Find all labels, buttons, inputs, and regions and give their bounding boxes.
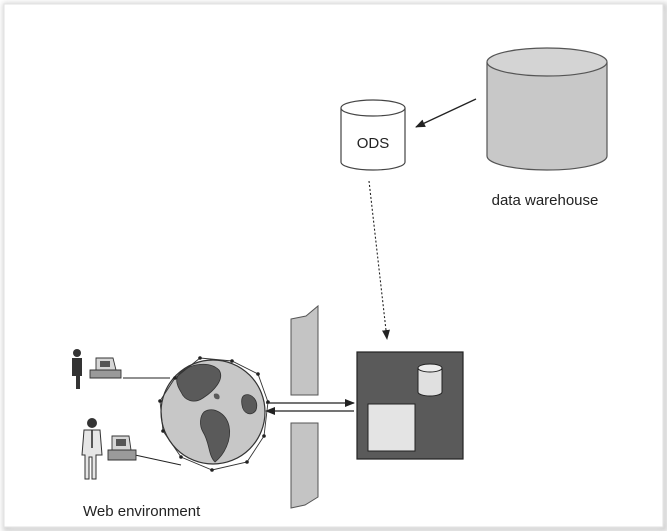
server-database-icon [417, 363, 443, 397]
firewall-lower-panel [290, 422, 319, 509]
data-warehouse-cylinder [486, 47, 608, 171]
web-environment-label: Web environment [83, 503, 201, 520]
user-2-person-icon [81, 418, 103, 480]
ods-cylinder [340, 99, 406, 171]
user-1-person-icon [72, 349, 82, 389]
data-warehouse-label: data warehouse [492, 192, 599, 209]
network-nodes [158, 356, 270, 472]
server-screen [367, 403, 416, 452]
server-box [356, 351, 464, 460]
network-ring [159, 357, 269, 471]
ods-to-server-arrow [368, 180, 390, 340]
globe-icon [160, 359, 266, 465]
user-2-computer-icon [107, 435, 137, 461]
user-1-computer-icon [89, 357, 122, 379]
ods-label: ODS [357, 135, 390, 152]
firewall-upper-panel [290, 304, 319, 396]
user2-link [134, 454, 182, 466]
warehouse-to-ods-arrow [415, 98, 477, 128]
